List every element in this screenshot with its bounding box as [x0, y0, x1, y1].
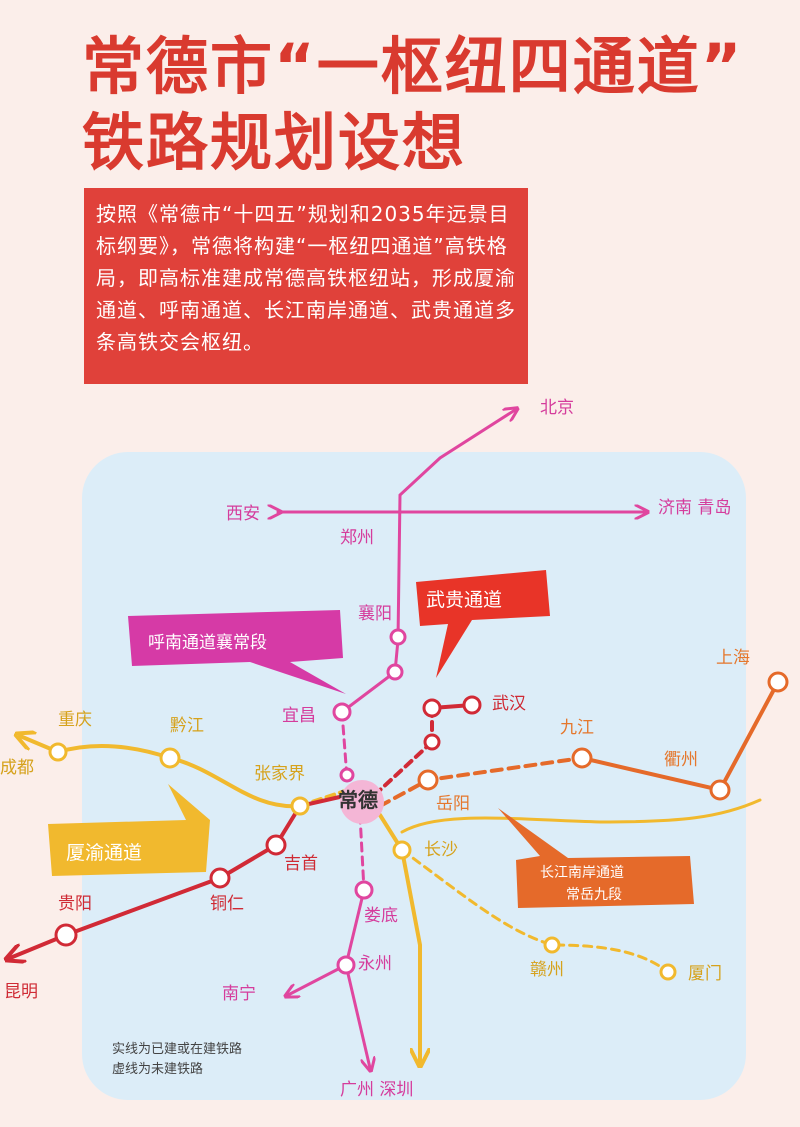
city-zhangjiajie: 张家界 — [254, 764, 305, 784]
city-kunming: 昆明 — [4, 982, 38, 1002]
station-markers — [48, 628, 789, 981]
city-quzhou: 衢州 — [664, 750, 698, 770]
city-loudi: 娄底 — [364, 906, 398, 926]
callout-changjiang-2: 常岳九段 — [566, 887, 622, 903]
city-xiamen: 厦门 — [688, 964, 722, 984]
city-zhengzhou: 郑州 — [340, 528, 374, 548]
city-jinan-qingdao: 济南 青岛 — [658, 498, 732, 518]
city-beijing: 北京 — [540, 398, 574, 418]
city-chongqing: 重庆 — [58, 710, 92, 730]
city-xian: 西安 — [226, 504, 260, 524]
city-chengdu: 成都 — [0, 758, 34, 778]
city-shanghai: 上海 — [716, 648, 750, 668]
legend-solid: 实线为已建或在建铁路 — [112, 1042, 243, 1057]
city-wuhan: 武汉 — [492, 694, 526, 714]
page-title-line2: 铁路规划设想 — [82, 106, 467, 179]
city-yueyang: 岳阳 — [436, 794, 470, 814]
hunan-corridor-line — [278, 410, 645, 1068]
intro-text: 按照《常德市“十四五”规划和2035年远景目标纲要》，常德将构建“一枢纽四通道”… — [84, 188, 528, 384]
city-guiyang: 贵阳 — [58, 894, 92, 914]
city-ganzhou: 赣州 — [530, 960, 564, 980]
city-changde: 常德 — [338, 788, 378, 812]
map-background — [82, 452, 746, 1100]
city-nanning: 南宁 — [222, 984, 256, 1004]
legend-note: 实线为已建或在建铁路 虚线为未建铁路 — [112, 1040, 242, 1080]
city-guangzhou-shenzhen: 广州 深圳 — [340, 1080, 414, 1100]
callout-xiayu: 厦渝通道 — [66, 842, 143, 864]
page-title-line1: 常德市“一枢纽四通道” — [82, 30, 744, 103]
city-yichang: 宜昌 — [282, 706, 316, 726]
city-jishou: 吉首 — [284, 854, 318, 874]
city-jiujiang: 九江 — [560, 718, 594, 738]
legend-dashed: 虚线为未建铁路 — [112, 1062, 204, 1077]
callout-hunan: 呼南通道襄常段 — [148, 633, 267, 653]
city-tongren: 铜仁 — [210, 894, 244, 914]
city-yongzhou: 永州 — [358, 954, 392, 974]
callout-shapes — [48, 570, 694, 908]
city-qianjiang: 黔江 — [170, 716, 204, 736]
callout-changjiang-1: 长江南岸通道 — [540, 865, 624, 881]
changde-hub-marker — [340, 780, 384, 824]
city-xiangyang: 襄阳 — [358, 604, 392, 624]
callout-wugui: 武贵通道 — [426, 589, 503, 611]
city-changsha: 长沙 — [424, 840, 458, 860]
